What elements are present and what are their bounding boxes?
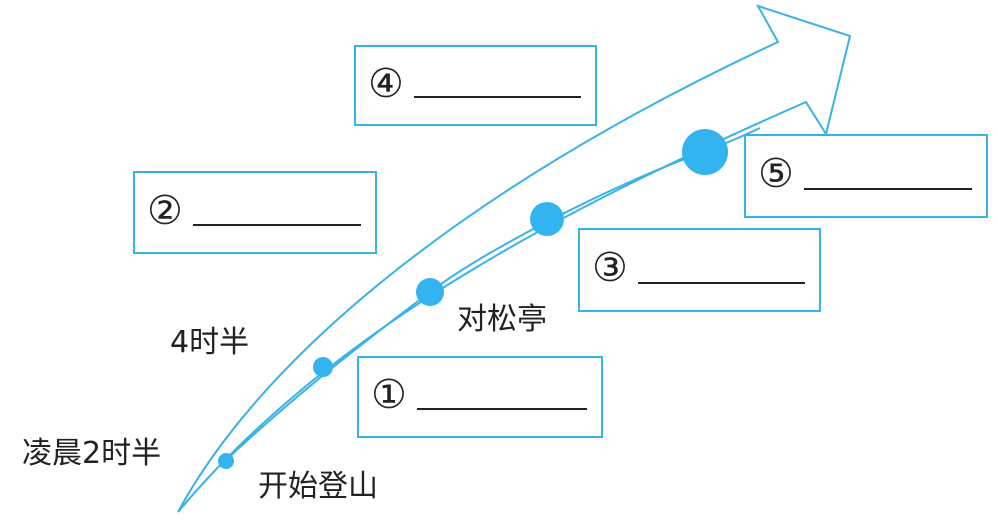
label-pavilion: 对松亭 <box>457 302 547 337</box>
dot-pavilion <box>416 278 444 306</box>
box-number-1: ① <box>371 372 407 418</box>
blank-line-5[interactable] <box>804 188 972 190</box>
blank-line-3[interactable] <box>638 282 805 284</box>
box-number-2: ② <box>147 187 183 234</box>
blank-line-2[interactable] <box>193 224 361 226</box>
dot-5 <box>682 129 728 175</box>
answer-box-1[interactable]: ① <box>357 356 603 438</box>
blank-line-4[interactable] <box>414 96 581 98</box>
label-time-230: 凌晨2时半 <box>22 436 162 471</box>
dot-start <box>218 453 234 469</box>
box-number-5: ⑤ <box>758 151 794 197</box>
blank-line-1[interactable] <box>417 408 587 410</box>
answer-box-5[interactable]: ⑤ <box>744 134 988 218</box>
label-time-430: 4时半 <box>170 325 250 360</box>
box-number-4: ④ <box>368 60 404 107</box>
dot-3 <box>530 202 564 236</box>
answer-box-2[interactable]: ② <box>133 171 377 254</box>
box-number-3: ③ <box>592 245 628 291</box>
answer-box-4[interactable]: ④ <box>354 45 597 126</box>
label-start: 开始登山 <box>258 469 378 504</box>
answer-box-3[interactable]: ③ <box>578 228 821 312</box>
arrow-outline <box>177 4 852 513</box>
dot-430 <box>313 357 333 377</box>
